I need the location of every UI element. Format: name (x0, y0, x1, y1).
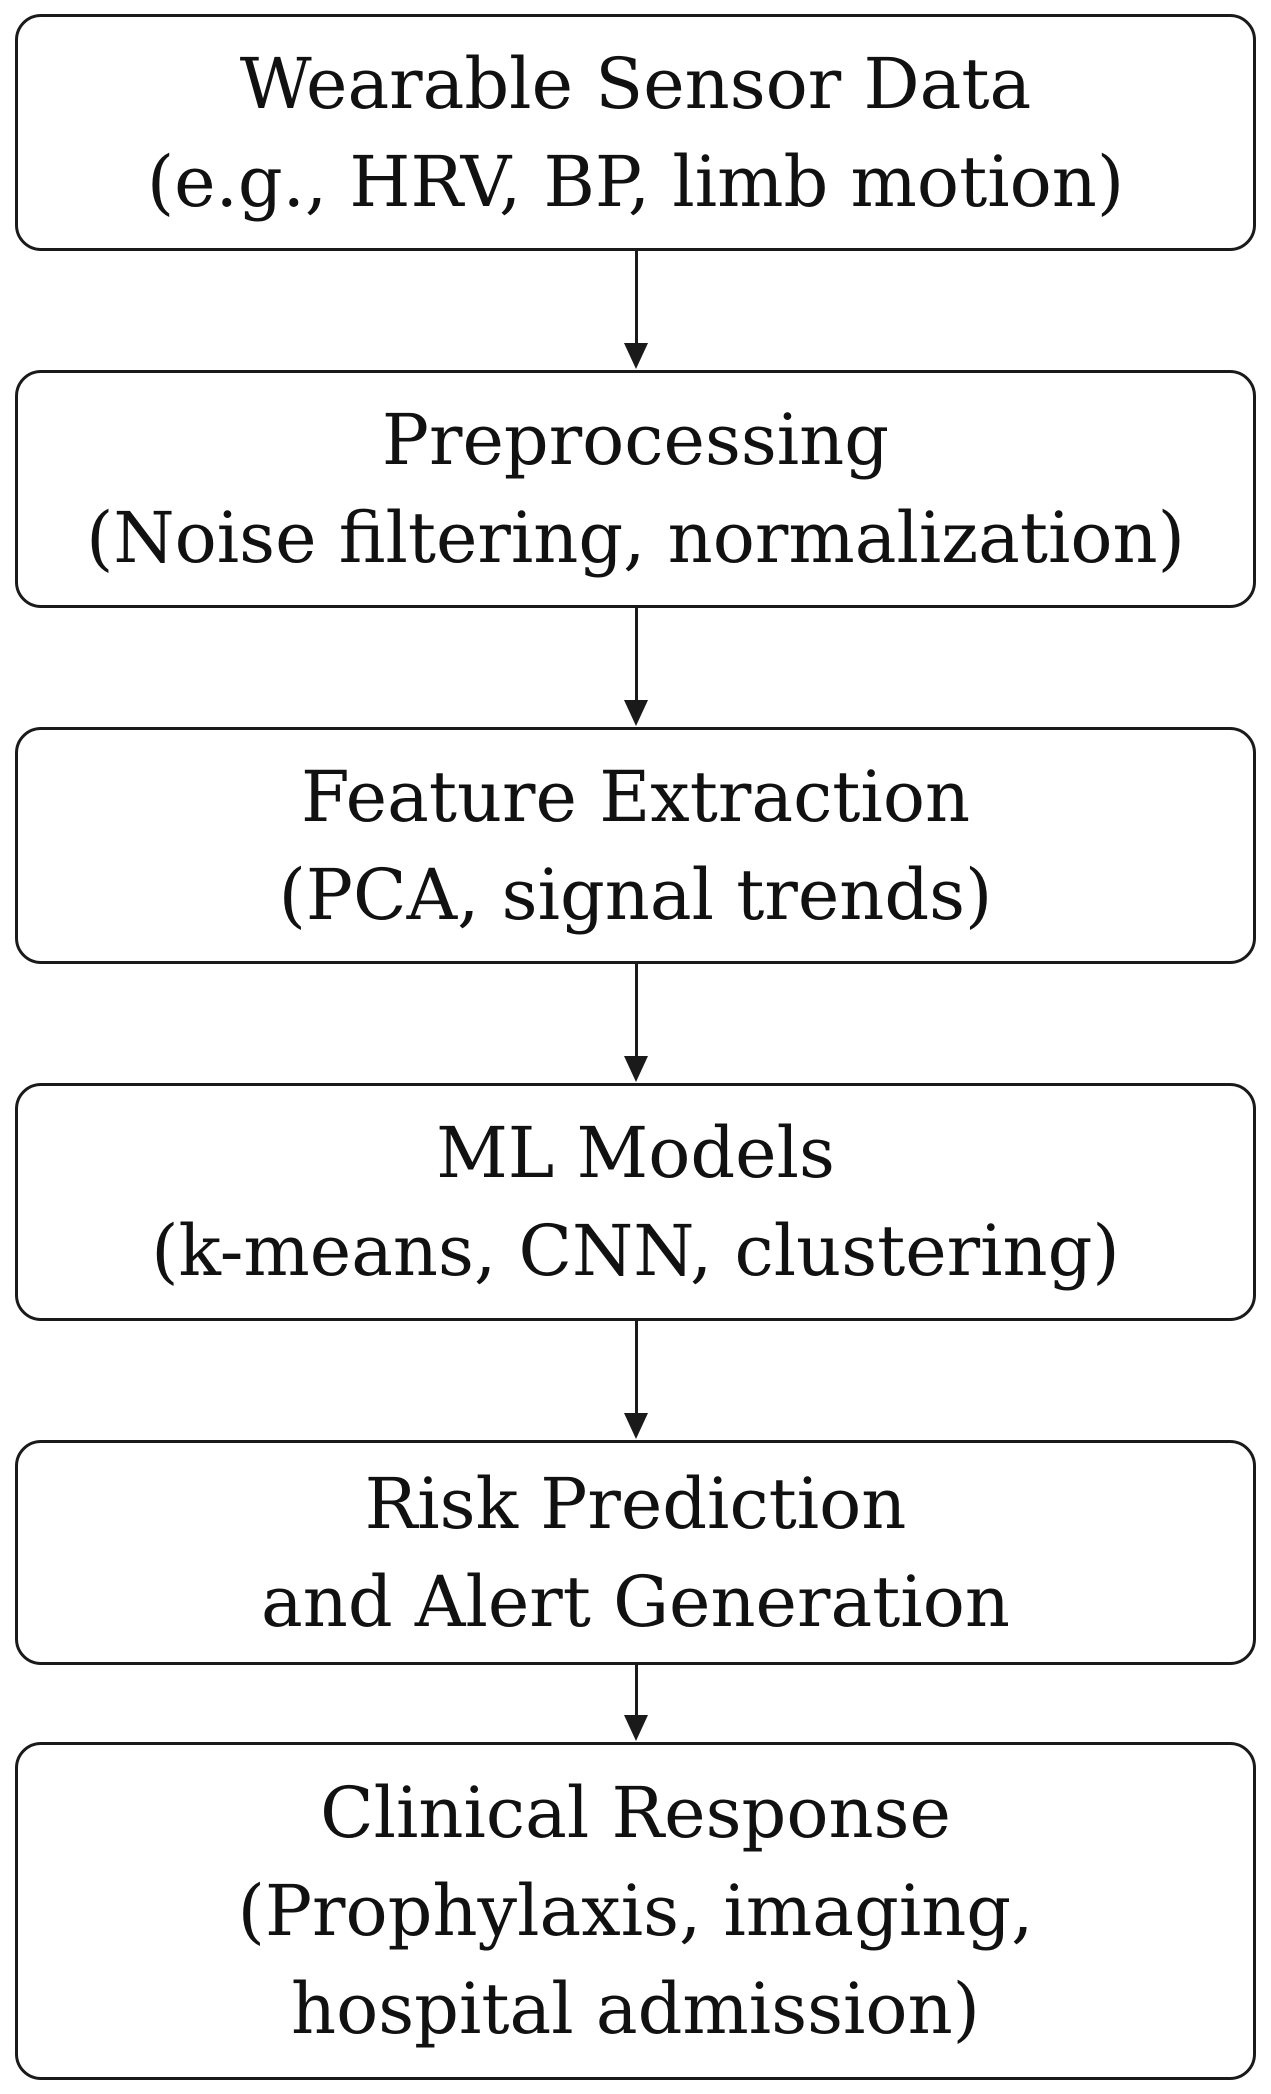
step-box-clinical-response: Clinical Response (Prophylaxis, imaging,… (15, 1742, 1256, 2080)
arrow-shaft (634, 251, 638, 345)
flow-arrow (624, 964, 648, 1082)
flow-arrow (624, 1321, 648, 1439)
arrow-head (624, 1056, 648, 1082)
step-box-sensor-data: Wearable Sensor Data (e.g., HRV, BP, lim… (15, 14, 1256, 251)
step-title: Wearable Sensor Data (239, 42, 1032, 125)
arrow-shaft (634, 608, 638, 702)
step-detail: (e.g., HRV, BP, limb motion) (146, 140, 1125, 223)
step-box-feature-extraction: Feature Extraction (PCA, signal trends) (15, 727, 1256, 964)
step-title: Preprocessing (381, 399, 890, 481)
flow-arrow (624, 608, 648, 726)
arrow-head (624, 1413, 648, 1439)
step-title: Clinical Response (320, 1772, 951, 1854)
step-detail-continued: hospital admission) (291, 1968, 980, 2050)
arrow-shaft (634, 1665, 638, 1717)
step-title: ML Models (436, 1112, 835, 1194)
flow-arrow (624, 1665, 648, 1741)
arrow-shaft (634, 964, 638, 1058)
step-box-ml-models: ML Models (k-means, CNN, clustering) (15, 1083, 1256, 1321)
step-detail: (Noise filtering, normalization) (86, 497, 1185, 579)
arrow-head (624, 343, 648, 369)
step-detail: and Alert Generation (261, 1560, 1010, 1643)
step-detail: (PCA, signal trends) (278, 853, 993, 936)
arrow-head (624, 700, 648, 726)
step-box-risk-prediction: Risk Prediction and Alert Generation (15, 1440, 1256, 1665)
step-title: Feature Extraction (300, 755, 971, 838)
step-title: Risk Prediction (364, 1462, 907, 1545)
arrow-shaft (634, 1321, 638, 1415)
flow-arrow (624, 251, 648, 369)
arrow-head (624, 1715, 648, 1741)
step-detail: (k-means, CNN, clustering) (151, 1210, 1120, 1292)
step-detail: (Prophylaxis, imaging, (237, 1870, 1034, 1952)
step-box-preprocessing: Preprocessing (Noise filtering, normaliz… (15, 370, 1256, 608)
